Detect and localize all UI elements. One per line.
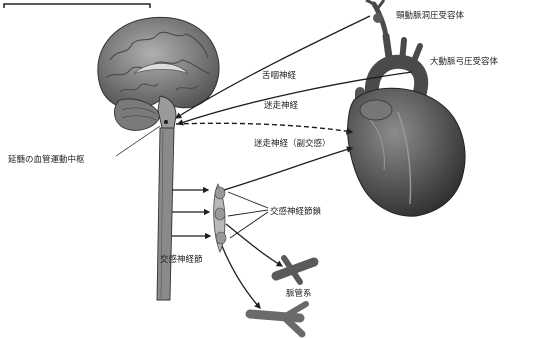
heart-illustration [348,0,465,216]
brain-illustration [98,17,219,130]
blood-vessel-upper [276,258,314,282]
label-vascular-system: 脈管系 [286,288,312,299]
label-medulla-center: 延髄の血管運動中枢 [8,154,85,165]
label-sympathetic-chain: 交感神経節鎖 [270,206,322,217]
sympathetic-to-heart-path [224,148,352,190]
spinal-cord [157,128,174,300]
sympathetic-to-vessel-upper [226,224,282,266]
label-vagus-parasympathetic: 迷走神経（副交感） [254,138,331,149]
label-carotid-sinus: 頸動脈洞圧受容体 [396,10,465,21]
frame-fragment [4,4,150,8]
blood-vessel-lower [250,304,306,334]
label-glossopharyngeal: 舌咽神経 [262,70,297,81]
medulla-center-dot [164,120,168,124]
label-aortic-arch: 大動脈弓圧受容体 [430,56,499,67]
ganglion-chain [214,184,226,252]
label-vagus: 迷走神経 [264,100,299,111]
label-sympathetic-nerve: 交感神経節 [160,254,203,265]
vagus-parasympathetic-path [176,123,352,132]
sympathetic-to-vessel-lower [222,246,260,308]
